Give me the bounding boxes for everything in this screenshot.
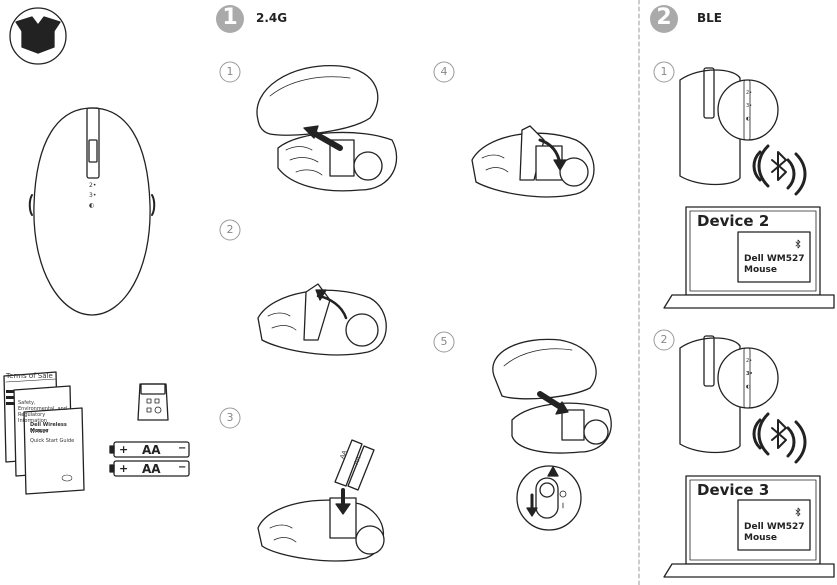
inset-battery-indicator: ◐ [746,384,751,390]
documents-stack [3,371,85,495]
doc-terms-title: Terms of Sale [6,372,53,380]
doc-guide-model: WM527 [30,429,49,435]
step-number: 1 [226,65,234,78]
section2-title: BLE [697,11,722,25]
section2-badge [650,5,678,33]
step-number: 3 [226,411,234,424]
section1-badge [216,5,244,33]
battery-minus: − [178,443,187,454]
battery-label: AA [142,462,161,476]
section1-number: 1 [222,5,238,30]
step-number: 4 [440,65,448,78]
step-number: 1 [660,65,668,78]
inset-button-3: 3• [746,103,753,109]
battery-plus: + [119,443,129,456]
step-number: 2 [226,223,234,236]
battery-minus: − [178,462,187,473]
bt-device-name: Dell WM527 Mouse [744,254,805,275]
device-2-label: Device 2 [697,212,770,230]
mouse-button-3: 3• [89,192,97,199]
battery-label: AA [142,443,161,457]
box-icon [9,7,67,65]
inset-button-2: 2• [746,90,753,96]
mouse-button-2: 2• [89,182,97,189]
step3-illustration [257,439,385,562]
battery-plus: + [119,462,129,475]
bt-device-name: Dell WM527 Mouse [744,522,805,543]
doc-guide-subtitle: Quick Start Guide [30,438,75,444]
ble-step1-illustration [663,67,835,309]
step5-illustration [492,338,612,531]
step-number: 2 [660,333,668,346]
inset-button-2: 2• [746,358,753,364]
mouse-battery-indicator: ◐ [89,202,95,209]
section2-number: 2 [656,5,672,30]
section1-title: 2.4G [256,11,288,25]
step1-illustration [256,64,398,192]
mouse-top-view [28,107,156,316]
inset-battery-indicator: ◐ [746,116,751,122]
usb-receiver [137,383,169,421]
step2-illustration [257,283,387,356]
doc-safety-title: Safety, Environmental, and Regulatory In… [18,400,67,424]
step4-illustration [471,125,595,198]
aa-batteries [109,441,190,477]
doc-guide-title: Dell Wireless Mouse [30,422,67,434]
step-number: 5 [440,335,448,348]
device-3-label: Device 3 [697,481,770,499]
ble-step2-illustration [663,335,835,578]
inset-button-3-active: 3• [746,371,753,377]
